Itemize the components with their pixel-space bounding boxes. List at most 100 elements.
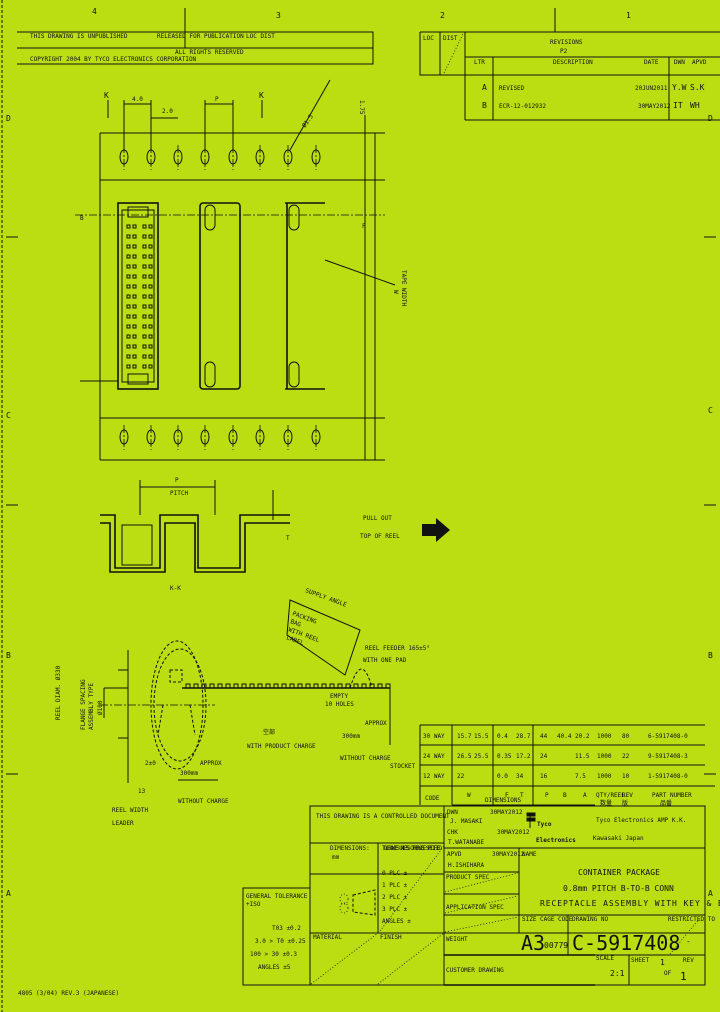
dwn-name: J. MASAKI [450,818,483,825]
table-cell: 1000 [597,753,612,760]
pin [126,264,131,269]
size-value: A3 [521,931,545,955]
released-note: RELEASED FOR PUBLICATION [157,33,244,40]
pin [142,254,147,259]
pin [142,244,147,249]
svg-text:ECR-12-012932: ECR-12-012932 [499,103,546,110]
chk-date: 30MAY2012 [497,829,530,836]
form-number: 4805 (3/04) REV.3 (JAPANESE) [18,990,119,997]
zone-left-c: C [6,411,11,420]
pin [142,274,147,279]
pin [132,354,137,359]
table-header-rev: REV [622,792,633,799]
pin [148,234,153,239]
zone-right-c: C [708,406,713,415]
zone-right-d: D [708,114,713,123]
table-header-code: CODE [425,795,440,802]
top-of-reel-label: TOP OF REEL [360,533,400,540]
svg-text:T03 ±0.2: T03 ±0.2 [272,925,301,932]
tape-pocket [241,683,247,689]
svg-text:30MAY2012: 30MAY2012 [638,103,671,110]
zone-right-b: B [708,651,713,660]
restricted-to-label: RESTRICTED TO [668,916,715,923]
hub-diameter: Ø100 [97,700,104,715]
revision-row: B ECR-12-012932 30MAY2012 IT WH [482,101,700,110]
svg-text:ANGLES ±5: ANGLES ±5 [258,964,291,971]
table-cell: 16 [540,773,548,780]
pin [126,234,131,239]
empty-note: EMPTY [330,693,348,700]
stock-label: STOCKET [390,763,416,770]
revisions-subtitle: P2 [560,48,568,55]
dim-2-0-reel: 2±0 [145,760,156,767]
cage-code-value: 00779 [544,941,568,950]
table-cell: 28.7 [516,733,531,740]
pitch-label: PITCH [170,490,188,497]
length-300-note-2: 300mm [180,770,198,777]
dwn-label: DWN [447,809,458,816]
of-label: OF [664,970,672,977]
svg-text:WH: WH [690,101,700,110]
tape-pocket [345,683,351,689]
one-pad-note: WITH ONE PAD [363,657,407,664]
tape-top-view: K K 4.0 2.0 P 1.75 Ø1.5 F TAPE WIDTH W B [75,79,407,461]
zone-right-a: A [708,889,713,898]
pin [132,364,137,369]
tape-pocket [289,683,295,689]
svg-text:3.0 > T0 ±0.25: 3.0 > T0 ±0.25 [255,938,306,945]
empty-label: 空部 [263,728,275,736]
pin [142,224,147,229]
zone-3: 3 [276,11,281,20]
tape-pocket [337,683,343,689]
pin [126,254,131,259]
rights-note: ALL RIGHTS RESERVED [175,49,244,56]
pin [142,234,147,239]
pin [142,314,147,319]
pin [126,334,131,339]
table-header-f: F [505,792,509,799]
weight-label: WEIGHT [446,936,468,943]
section-k-k-label: K-K [170,585,181,592]
pin [132,254,137,259]
dim-13: 13 [138,788,146,795]
dim-w: W [392,290,399,294]
pin [148,344,153,349]
pin [126,304,131,309]
svg-text:BAG: BAG [289,618,302,628]
company-address-1: Tyco Electronics AMP K.K. [596,817,686,824]
reel-view: REEL DIAM. Ø330 FLANGE SPACING ASSEMBLY … [55,587,430,827]
table-footer-pn: 品番 [660,800,672,807]
rev-col-date: DATE [644,59,659,66]
scale-value: 2:1 [610,969,625,978]
tape-pocket [361,683,367,689]
table-cell: 10 [622,773,630,780]
connector-pins [126,224,153,369]
controlled-document-note: THIS DRAWING IS A CONTROLLED DOCUMENT [316,813,450,820]
tape-pocket [201,683,207,689]
general-tolerance-iso: +ISO [246,901,261,908]
table-header-t: T [520,792,524,799]
tape-pocket [185,683,191,689]
pin [132,294,137,299]
with-product-label: WITH PRODUCT CHARGE [247,743,316,750]
zone-4: 4 [92,7,97,16]
dim-1-75: 1.75 [358,100,365,115]
feeder-note: REEL FEEDER 165±5° [365,645,430,652]
tape-pocket [297,683,303,689]
pin [126,324,131,329]
table-cell: 30 WAY [423,733,445,740]
table-header-p: P [545,792,549,799]
connector-outline [117,202,159,390]
drawing-number-label: DRAWING NO [572,916,609,923]
rev-label: REV [683,957,694,964]
table-header-a: A [583,792,587,799]
pin [142,324,147,329]
apvd-name: H.ISHIHARA [448,862,485,869]
tolerance-line: 3 PLC ± [382,906,408,913]
table-footer-qty: 数量 [600,799,612,807]
copyright-header: THIS DRAWING IS UNPUBLISHED RELEASED FOR… [17,31,374,65]
pin [148,264,153,269]
table-cell: 44 [540,733,548,740]
